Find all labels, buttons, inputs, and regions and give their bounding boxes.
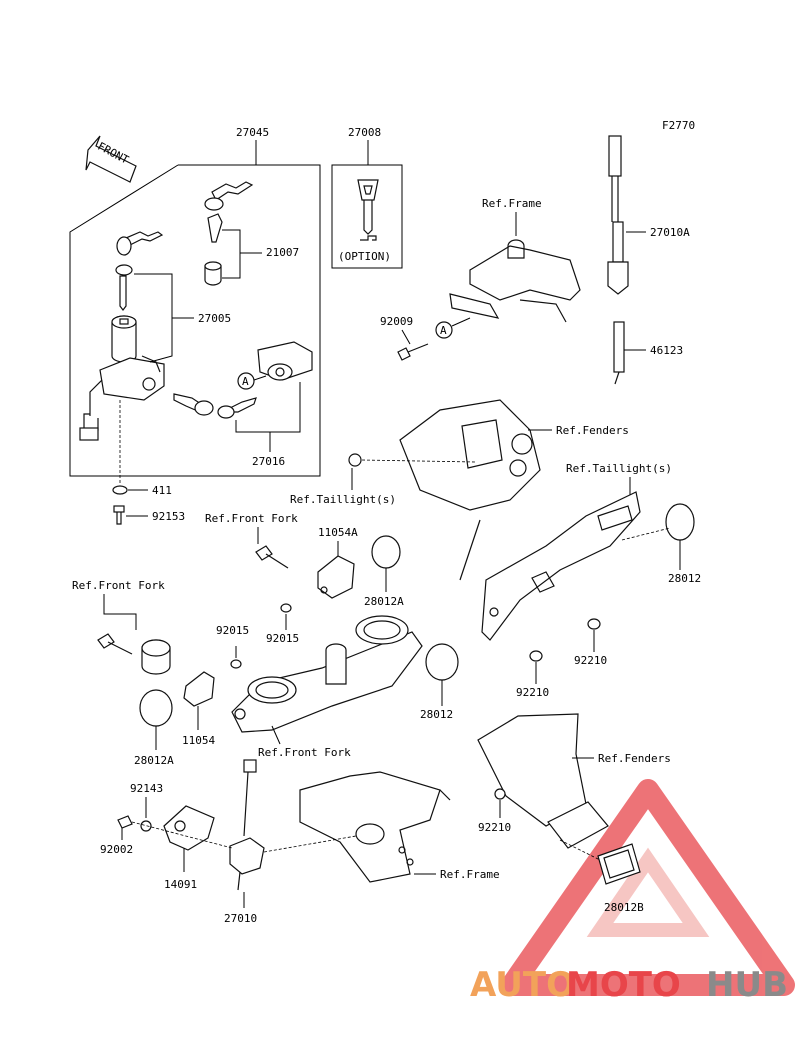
callout-a-icon	[237, 372, 255, 390]
key-blank-27008-box	[331, 164, 403, 269]
rear-fender-bottom-icon	[477, 713, 609, 849]
nut-92210-a-icon	[587, 618, 601, 630]
label-27010A: 27010A	[650, 226, 690, 239]
reflector-28012B-icon	[597, 843, 641, 885]
label-92143: 92143	[130, 782, 163, 795]
nut-92015-a-icon	[230, 659, 242, 669]
label-27010: 27010	[224, 912, 257, 925]
label-21007: 21007	[266, 246, 299, 259]
label-14091: 14091	[164, 878, 197, 891]
ref-front-fork-b: Ref.Front Fork	[72, 579, 165, 592]
key-21007-icon	[204, 181, 254, 286]
watermark-text: AUTO MOTO HUB	[470, 965, 788, 1005]
label-92210-b: 92210	[516, 686, 549, 699]
seat-lock-27016-icon	[173, 341, 313, 419]
reflector-bracket-icon	[481, 491, 641, 641]
washer-411-icon	[112, 485, 128, 495]
ref-taillight-right: Ref.Taillight(s)	[566, 462, 672, 475]
nut-92210-c-icon	[494, 788, 506, 800]
watermark-auto: AUTO	[470, 965, 575, 1005]
label-92210-c: 92210	[478, 821, 511, 834]
option-label: (OPTION)	[338, 250, 391, 263]
cover-14091-icon	[163, 805, 215, 851]
ignition-switch-27005-icon	[79, 315, 165, 441]
label-28012A-bottom: 28012A	[134, 754, 174, 767]
label-11054: 11054	[182, 734, 215, 747]
nut-fender-icon	[348, 453, 362, 467]
label-28012-mid: 28012	[420, 708, 453, 721]
watermark-moto: MOTO	[566, 965, 681, 1005]
key-blank-27008-icon	[357, 179, 379, 241]
label-28012B: 28012B	[604, 901, 644, 914]
callout-a-label-1: A	[242, 375, 249, 388]
switch-27010A-icon	[607, 135, 629, 295]
figure-code: F2770	[662, 119, 695, 132]
watermark-hub: HUB	[706, 965, 788, 1005]
bolt-front-fork-b-icon	[97, 633, 133, 655]
screw-92153-icon	[113, 505, 125, 525]
reflector-28012-right-icon	[665, 503, 695, 541]
label-92210-a: 92210	[574, 654, 607, 667]
label-27005: 27005	[198, 312, 231, 325]
triple-clamp-icon	[231, 615, 423, 733]
label-411: 411	[152, 484, 172, 497]
label-46123: 46123	[650, 344, 683, 357]
washer-92143-icon	[140, 820, 152, 832]
label-28012-right: 28012	[668, 572, 701, 585]
nut-92015-b-icon	[280, 603, 292, 613]
ref-frame-top: Ref.Frame	[482, 197, 542, 210]
callout-a-label-2: A	[440, 324, 447, 337]
bracket-11054-icon	[183, 671, 215, 707]
label-92002: 92002	[100, 843, 133, 856]
label-92009: 92009	[380, 315, 413, 328]
label-11054A: 11054A	[318, 526, 358, 539]
ref-front-fork-a: Ref.Front Fork	[205, 512, 298, 525]
label-92015-a: 92015	[216, 624, 249, 637]
label-28012A-top: 28012A	[364, 595, 404, 608]
front-arrow-icon: FRONT	[85, 135, 137, 183]
label-92153: 92153	[152, 510, 185, 523]
nut-92210-b-icon	[529, 650, 543, 662]
callout-a-icon-2	[435, 321, 453, 339]
ref-fenders-bottom: Ref.Fenders	[598, 752, 671, 765]
spacer-front-fork-icon	[141, 639, 171, 675]
bracket-11054A-icon	[317, 555, 355, 599]
bolt-front-fork-a-icon	[255, 545, 289, 569]
label-27008: 27008	[348, 126, 381, 139]
frame-bottom-icon	[299, 771, 451, 883]
label-27016: 27016	[252, 455, 285, 468]
reflector-28012A-top-icon	[371, 535, 401, 569]
watermark-logo	[501, 779, 795, 996]
ref-taillight-left: Ref.Taillight(s)	[290, 493, 396, 506]
kit-27045-outline	[69, 164, 321, 477]
frame-bracket-top-icon	[449, 239, 581, 323]
ref-fenders-top: Ref.Fenders	[556, 424, 629, 437]
spring-46123-icon	[613, 321, 625, 385]
reflector-28012-mid-icon	[425, 643, 459, 681]
ref-frame-bottom: Ref.Frame	[440, 868, 500, 881]
reflector-28012A-bottom-icon	[139, 689, 173, 727]
key-27005-icon	[115, 231, 164, 311]
bolt-92009-icon	[397, 343, 429, 361]
ref-front-fork-c: Ref.Front Fork	[258, 746, 351, 759]
label-92015-b: 92015	[266, 632, 299, 645]
rear-fender-icon	[399, 399, 541, 581]
label-27045: 27045	[236, 126, 269, 139]
switch-27010-icon	[229, 759, 265, 891]
bolt-92002-icon	[117, 815, 133, 829]
